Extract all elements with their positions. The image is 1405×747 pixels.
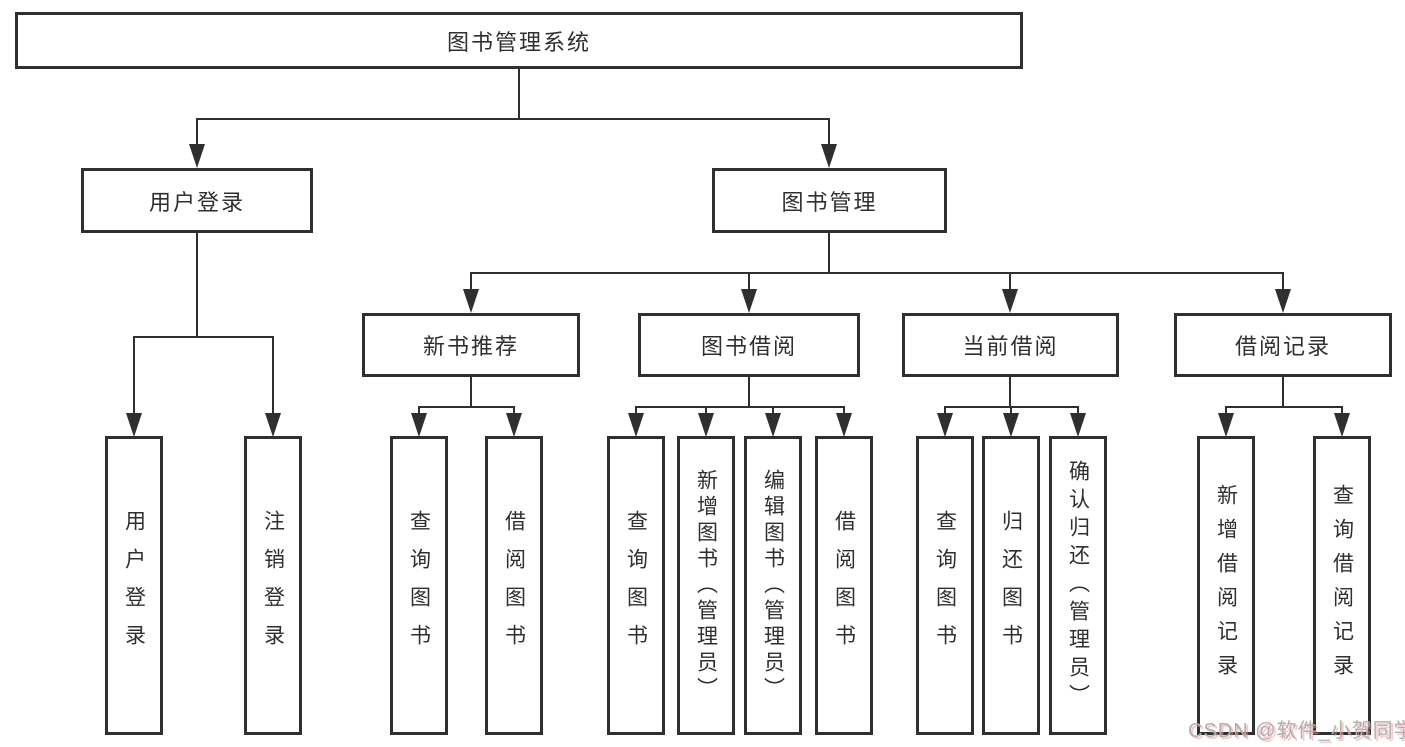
arrow-down-icon — [189, 144, 205, 168]
connector-line — [1282, 272, 1284, 291]
arrow-down-icon — [1003, 413, 1019, 437]
node-current-borrow-label: 当前借阅 — [962, 334, 1059, 359]
leaf-add-book-admin-label: 新增图书（管理员） — [694, 468, 718, 703]
node-book-management-label: 图书管理 — [781, 189, 878, 215]
leaf-return-book: 归还图书 — [982, 436, 1040, 735]
arrow-down-icon — [506, 413, 522, 437]
connector-line — [418, 406, 515, 408]
leaf-add-borrow-record: 新增借阅记录 — [1197, 436, 1255, 735]
connector-line — [1009, 272, 1011, 291]
connector-line — [470, 377, 472, 408]
connector-line — [828, 118, 830, 146]
connector-line — [635, 406, 845, 408]
connector-line — [772, 406, 774, 415]
connector-line — [418, 406, 420, 415]
connector-line — [635, 406, 637, 415]
leaf-borrow-books-label: 借阅图书 — [832, 509, 856, 662]
connector-line — [1282, 377, 1284, 408]
connector-line — [705, 406, 707, 415]
watermark-text: CSDN @软件_小贺同学 — [1188, 720, 1405, 742]
leaf-borrow-books: 借阅图书 — [815, 436, 873, 735]
connector-line — [748, 377, 750, 408]
leaf-user-login-label: 用户登录 — [122, 509, 146, 662]
leaf-query-books-recommend: 查询图书 — [390, 436, 448, 735]
node-user-login-label: 用户登录 — [148, 189, 245, 215]
leaf-edit-book-admin-label: 编辑图书（管理员） — [761, 468, 785, 703]
arrow-down-icon — [937, 413, 953, 437]
leaf-query-books-borrow: 查询图书 — [607, 436, 665, 735]
leaf-query-books-current: 查询图书 — [916, 436, 974, 735]
connector-line — [1341, 406, 1343, 415]
leaf-query-borrow-record: 查询借阅记录 — [1313, 436, 1371, 735]
node-new-book-recommend: 新书推荐 — [362, 313, 580, 377]
arrow-down-icon — [821, 144, 837, 168]
node-current-borrow: 当前借阅 — [902, 313, 1119, 377]
connector-line — [1009, 377, 1011, 408]
arrow-down-icon — [1070, 413, 1086, 437]
leaf-borrow-books-recommend: 借阅图书 — [485, 436, 543, 735]
connector-line — [1225, 406, 1227, 415]
connector-line — [470, 272, 472, 291]
connector-line — [196, 118, 198, 146]
connector-line — [518, 69, 520, 118]
connector-line — [944, 406, 946, 415]
node-borrow-records: 借阅记录 — [1174, 313, 1392, 377]
connector-line — [470, 272, 1284, 274]
arrow-down-icon — [1275, 289, 1291, 313]
node-book-management: 图书管理 — [712, 168, 947, 233]
connector-line — [828, 233, 830, 273]
arrow-down-icon — [411, 413, 427, 437]
arrow-down-icon — [463, 289, 479, 313]
node-borrow-records-label: 借阅记录 — [1234, 334, 1331, 359]
arrow-down-icon — [126, 413, 142, 437]
connector-line — [133, 336, 135, 415]
arrow-down-icon — [1334, 413, 1350, 437]
arrow-down-icon — [265, 413, 281, 437]
arrow-down-icon — [765, 413, 781, 437]
arrow-down-icon — [698, 413, 714, 437]
leaf-borrow-books-recommend-label: 借阅图书 — [502, 509, 526, 662]
node-book-borrow: 图书借阅 — [638, 313, 860, 377]
leaf-add-book-admin: 新增图书（管理员） — [677, 436, 735, 735]
connector-line — [513, 406, 515, 415]
leaf-return-book-label: 归还图书 — [999, 509, 1023, 662]
node-root: 图书管理系统 — [15, 12, 1023, 69]
leaf-add-borrow-record-label: 新增借阅记录 — [1214, 483, 1238, 688]
leaf-user-login: 用户登录 — [105, 436, 163, 735]
node-new-book-recommend-label: 新书推荐 — [422, 334, 519, 359]
connector-line — [272, 336, 274, 415]
arrow-down-icon — [741, 289, 757, 313]
arrow-down-icon — [1002, 289, 1018, 313]
node-book-borrow-label: 图书借阅 — [700, 334, 797, 359]
connector-line — [1077, 406, 1079, 415]
leaf-confirm-return-admin: 确认归还（管理员） — [1049, 436, 1107, 735]
leaf-query-borrow-record-label: 查询借阅记录 — [1330, 483, 1354, 688]
connector-line — [843, 406, 845, 415]
arrow-down-icon — [628, 413, 644, 437]
connector-line — [196, 233, 198, 337]
connector-line — [133, 336, 274, 338]
leaf-query-books-current-label: 查询图书 — [933, 509, 957, 662]
leaf-logout-label: 注销登录 — [261, 509, 285, 662]
connector-line — [196, 118, 830, 120]
connector-line — [1010, 406, 1012, 415]
connector-line — [1225, 406, 1343, 408]
leaf-edit-book-admin: 编辑图书（管理员） — [744, 436, 802, 735]
leaf-query-books-borrow-label: 查询图书 — [624, 509, 648, 662]
leaf-query-books-recommend-label: 查询图书 — [407, 509, 431, 662]
arrow-down-icon — [836, 413, 852, 437]
leaf-confirm-return-admin-label: 确认归还（管理员） — [1066, 459, 1090, 712]
node-root-label: 图书管理系统 — [446, 29, 591, 55]
connector-line — [748, 272, 750, 291]
leaf-logout: 注销登录 — [244, 436, 302, 735]
arrow-down-icon — [1218, 413, 1234, 437]
node-user-login: 用户登录 — [81, 168, 313, 233]
